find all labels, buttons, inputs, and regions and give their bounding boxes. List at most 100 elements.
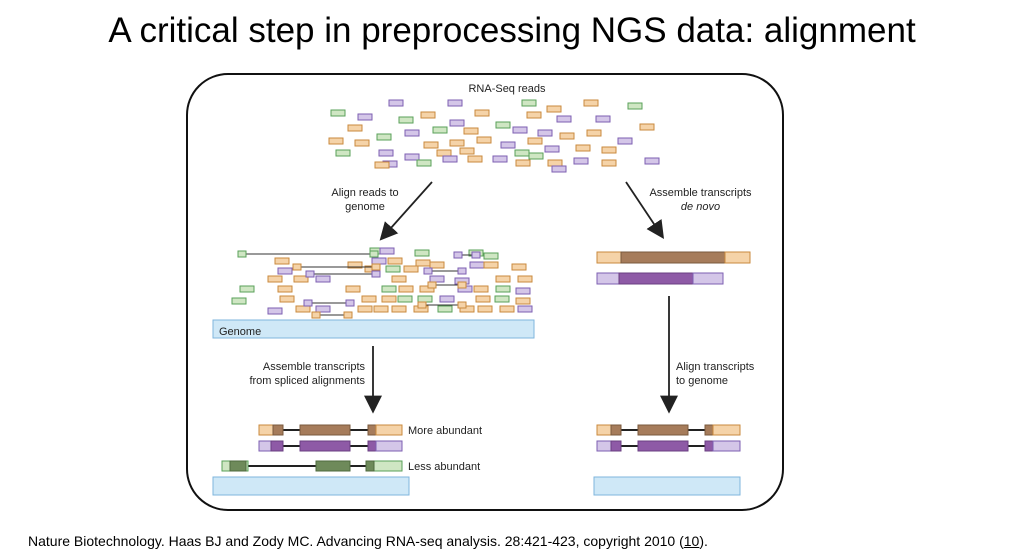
aligned-read [277,267,293,275]
rna-seq-read [575,144,591,152]
aligned-read [373,305,389,313]
transcript-more-abundant-2 [258,440,403,452]
genome-bar-bottom-left [212,476,410,496]
rna-seq-read [459,147,475,155]
genome-bar [212,319,535,339]
aligned-transcript-purple [596,440,741,452]
spliced-read-exon [457,267,467,275]
de-novo-transcript-brown [596,251,751,264]
spliced-read-exon [453,251,463,259]
rna-seq-read [514,149,530,157]
aligned-reads [231,247,533,319]
spliced-read-exon [369,250,379,258]
rna-seq-read [573,157,589,165]
aligned-read [239,285,255,293]
rna-seq-read [398,116,414,124]
rna-seq-read [378,149,394,157]
rna-seq-read [556,115,572,123]
aligned-read [347,261,363,269]
rna-seq-read [347,124,363,132]
aligned-read [439,295,455,303]
rna-seq-read [374,161,390,169]
aligned-read [494,295,510,303]
aligned-read [469,261,485,269]
aligned-read [414,249,430,257]
citation: Nature Biotechnology. Haas BJ and Zody M… [28,532,708,550]
rna-seq-read [492,155,508,163]
more-abundant-label: More abundant [408,425,482,437]
aligned-read [515,297,531,305]
transcript-less-abundant [221,460,403,472]
arrow-align-reads [379,181,433,241]
rna-seq-read [639,123,655,131]
spliced-read-exon [345,299,355,307]
align-transcripts-line-2: to genome [676,375,728,387]
assemble-de-novo-label: Assemble transcripts de novo [633,186,768,214]
aligned-read [379,247,395,255]
rna-seq-read [463,127,479,135]
assemble-spliced-label: Assemble transcripts from spliced alignm… [220,360,365,388]
align-reads-line-1: Align reads to [331,187,399,199]
rna-seq-read [404,129,420,137]
rna-seq-read [335,149,351,157]
rna-seq-read [330,109,346,117]
rna-seq-read [476,136,492,144]
rna-seq-read [537,129,553,137]
rna-seq-read [601,146,617,154]
citation-ref-link[interactable]: 10 [683,533,700,549]
aligned-read [483,252,499,260]
rna-seq-read [547,159,563,167]
rna-seq-read [527,137,543,145]
rna-seq-read [595,115,611,123]
aligned-read [231,297,247,305]
aligned-read [499,305,515,313]
spliced-read-exon [457,281,467,289]
aligned-read [381,285,397,293]
assemble-de-novo-line-1: Assemble transcripts [649,187,752,199]
reads-label: RNA-Seq reads [468,83,546,95]
rna-seq-read [467,155,483,163]
rna-seq-read [512,126,528,134]
spliced-read-exon [292,263,302,271]
rna-seq-read [423,141,439,149]
aligned-read [515,287,531,295]
aligned-read [483,261,499,269]
aligned-read [279,295,295,303]
aligned-read [274,257,290,265]
rna-seq-read [449,139,465,147]
aligned-read [391,305,407,313]
spliced-read-exon [417,301,427,309]
aligned-read [295,305,311,313]
rna-seq-read [404,153,420,161]
aligned-read [277,285,293,293]
aligned-read [403,265,419,273]
rna-seq-read [544,145,560,153]
aligned-read [495,285,511,293]
rna-seq-read [474,109,490,117]
rna-seq-read [495,121,511,129]
rna-seq-read [449,119,465,127]
aligned-read [387,257,403,265]
aligned-read [473,285,489,293]
rna-seq-read [416,159,432,167]
arrow-assemble-de-novo [625,181,664,239]
aligned-read [459,305,475,313]
rna-seq-read [376,133,392,141]
align-reads-line-2: genome [345,201,385,213]
aligned-read [437,305,453,313]
aligned-read [267,275,283,283]
rna-seq-read [354,139,370,147]
aligned-read [385,265,401,273]
rna-seq-read [526,111,542,119]
aligned-read [293,275,309,283]
aligned-read [417,295,433,303]
spliced-read-exon [343,311,353,319]
genome-label: Genome [219,326,262,338]
genome-bar-bottom-right [593,476,741,496]
aligned-read [475,295,491,303]
aligned-read [361,295,377,303]
rna-seq-read [420,111,436,119]
rna-seq-read [515,159,531,167]
aligned-read [357,305,373,313]
